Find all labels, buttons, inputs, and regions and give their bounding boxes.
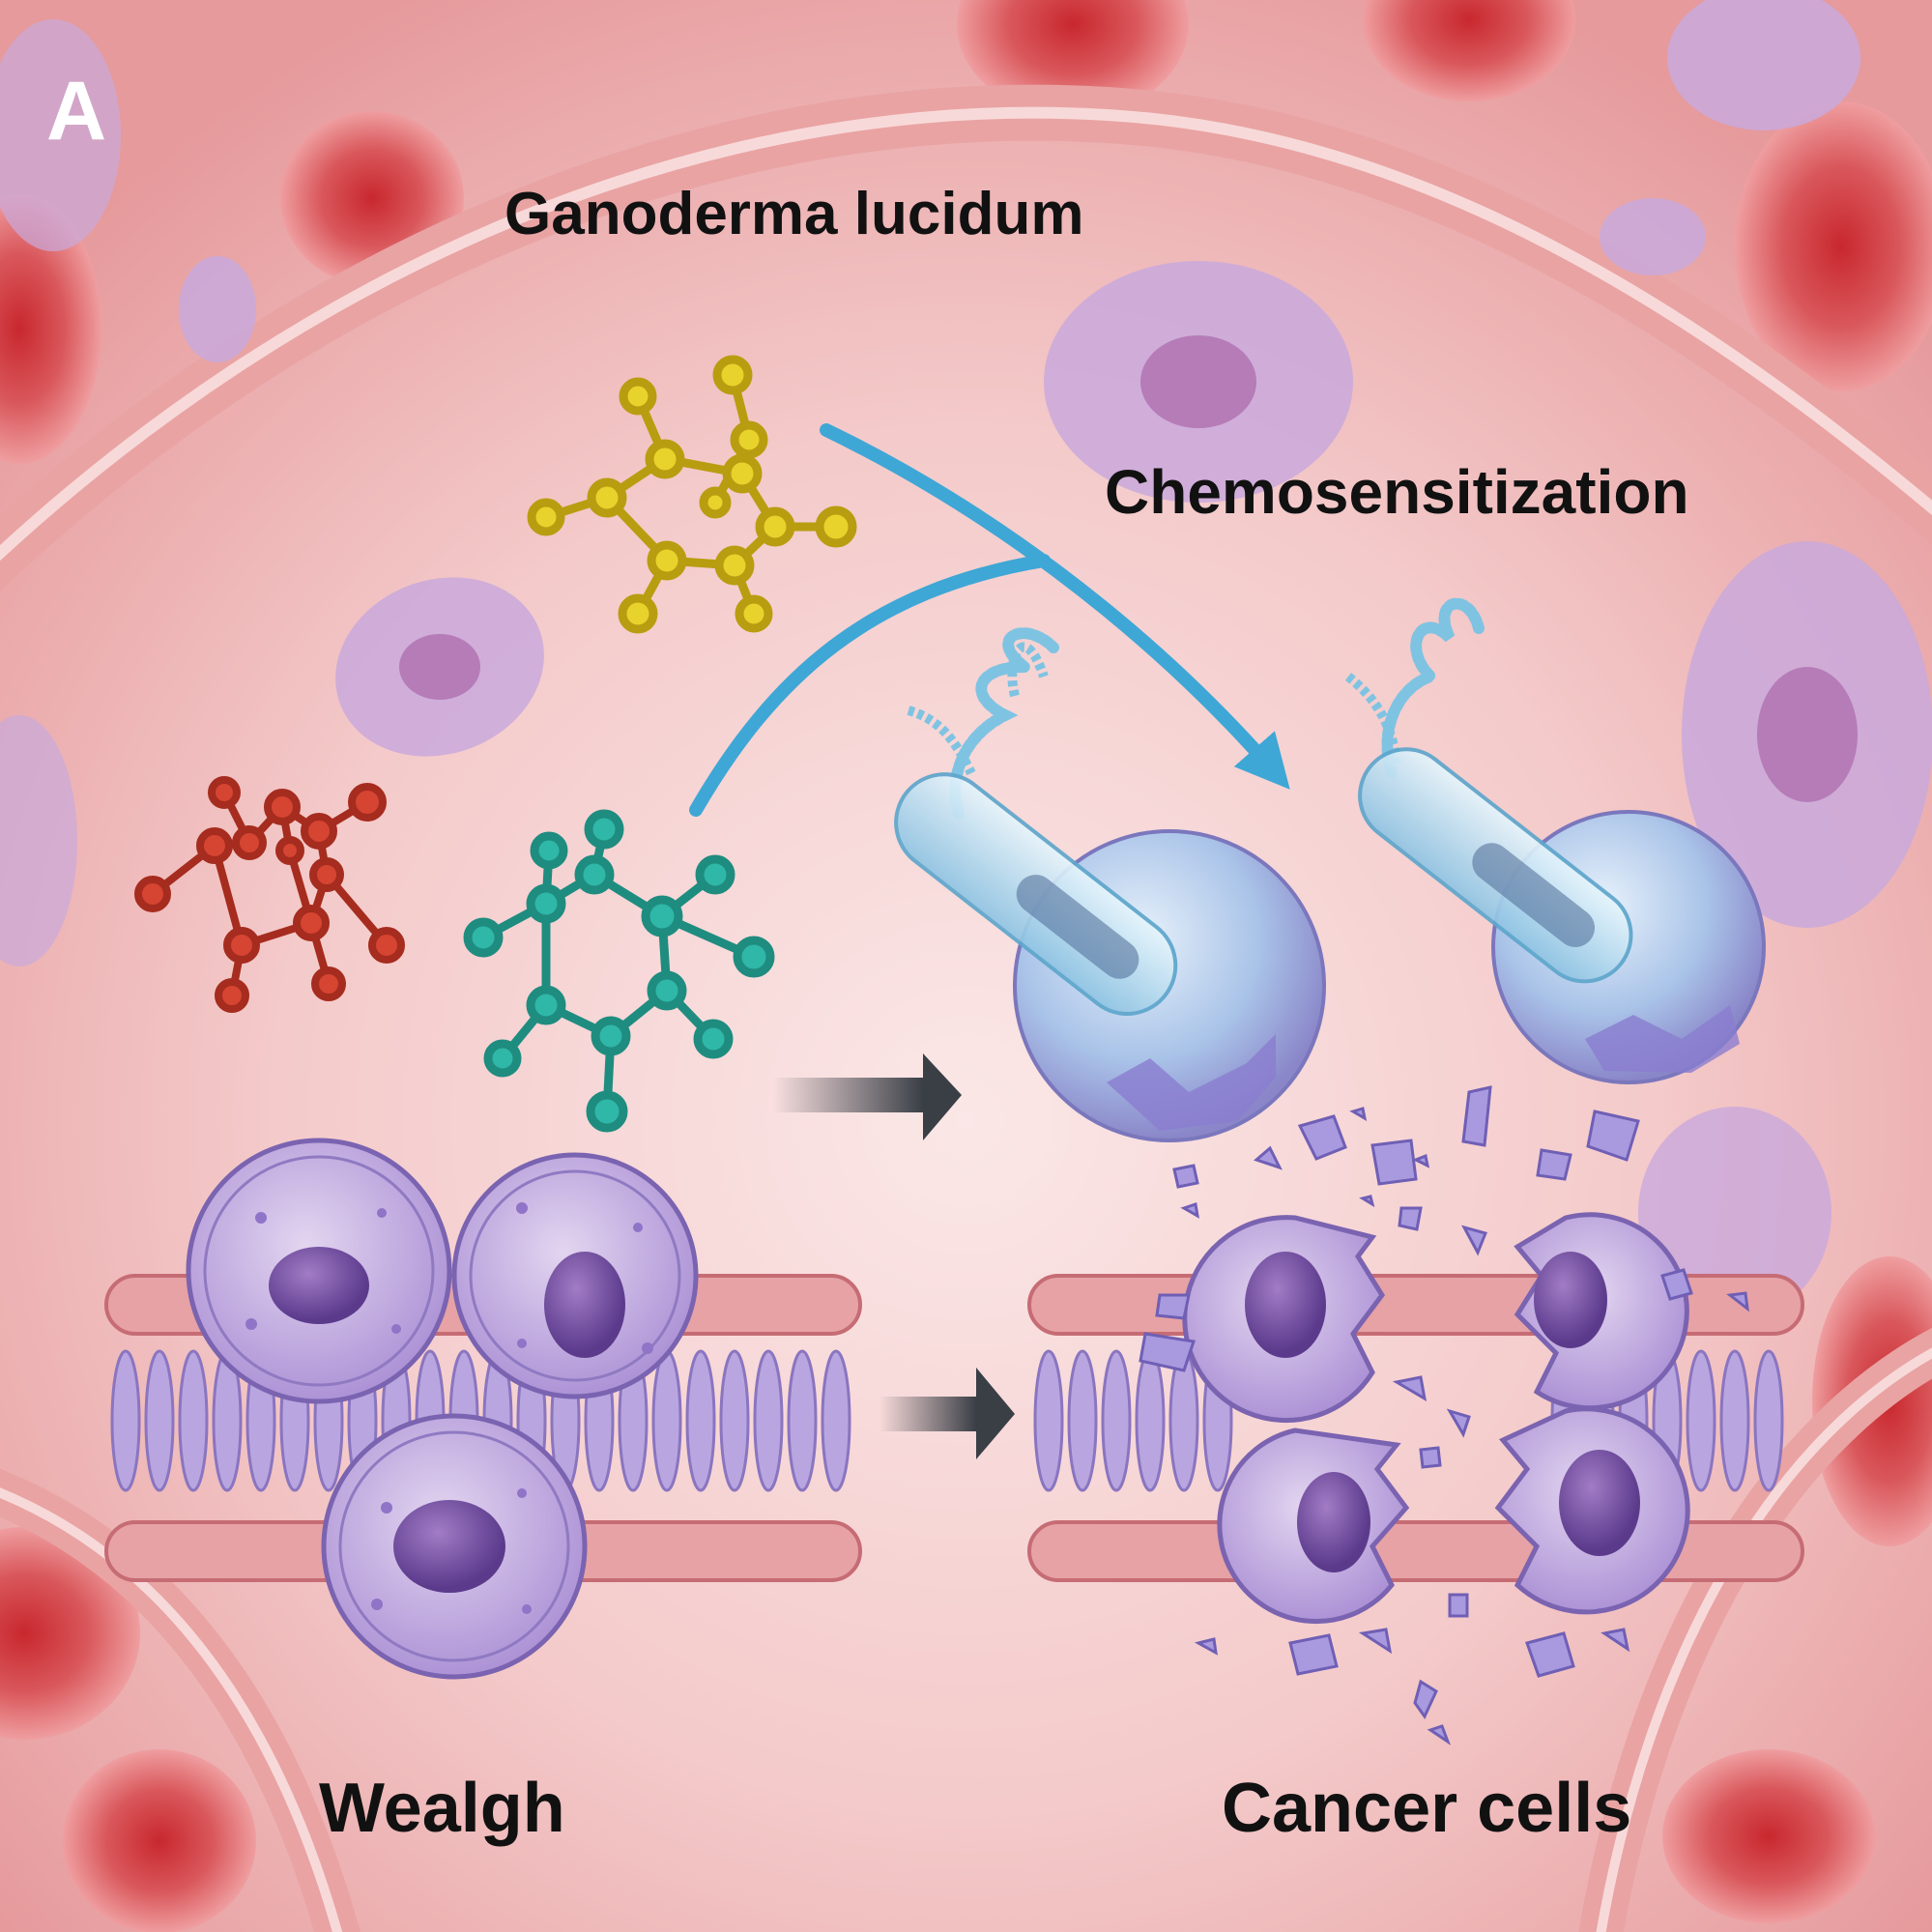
cell-debris <box>1139 1085 1749 1745</box>
vessel-walls <box>0 84 1932 1932</box>
molecule-yellow <box>527 355 857 634</box>
healthy-cells <box>186 1138 699 1680</box>
label-healthy-cells: Wealgh <box>319 1770 565 1847</box>
molecule-red <box>134 776 405 1013</box>
cancer-cells <box>1182 1212 1690 1625</box>
molecule-teal <box>463 809 775 1133</box>
nanocarrier-left <box>894 627 1326 1142</box>
panel-letter: A <box>46 65 107 158</box>
flow-arrows <box>689 423 1290 817</box>
label-ganoderma-lucidum: Ganoderma lucidum <box>505 181 1084 247</box>
process-arrows <box>773 1053 1015 1459</box>
immune-cells <box>0 0 1932 1319</box>
nanocarrier-right <box>1344 597 1766 1084</box>
label-chemosensitization: Chemosensitization <box>1105 457 1689 527</box>
label-cancer-cells: Cancer cells <box>1222 1770 1632 1847</box>
